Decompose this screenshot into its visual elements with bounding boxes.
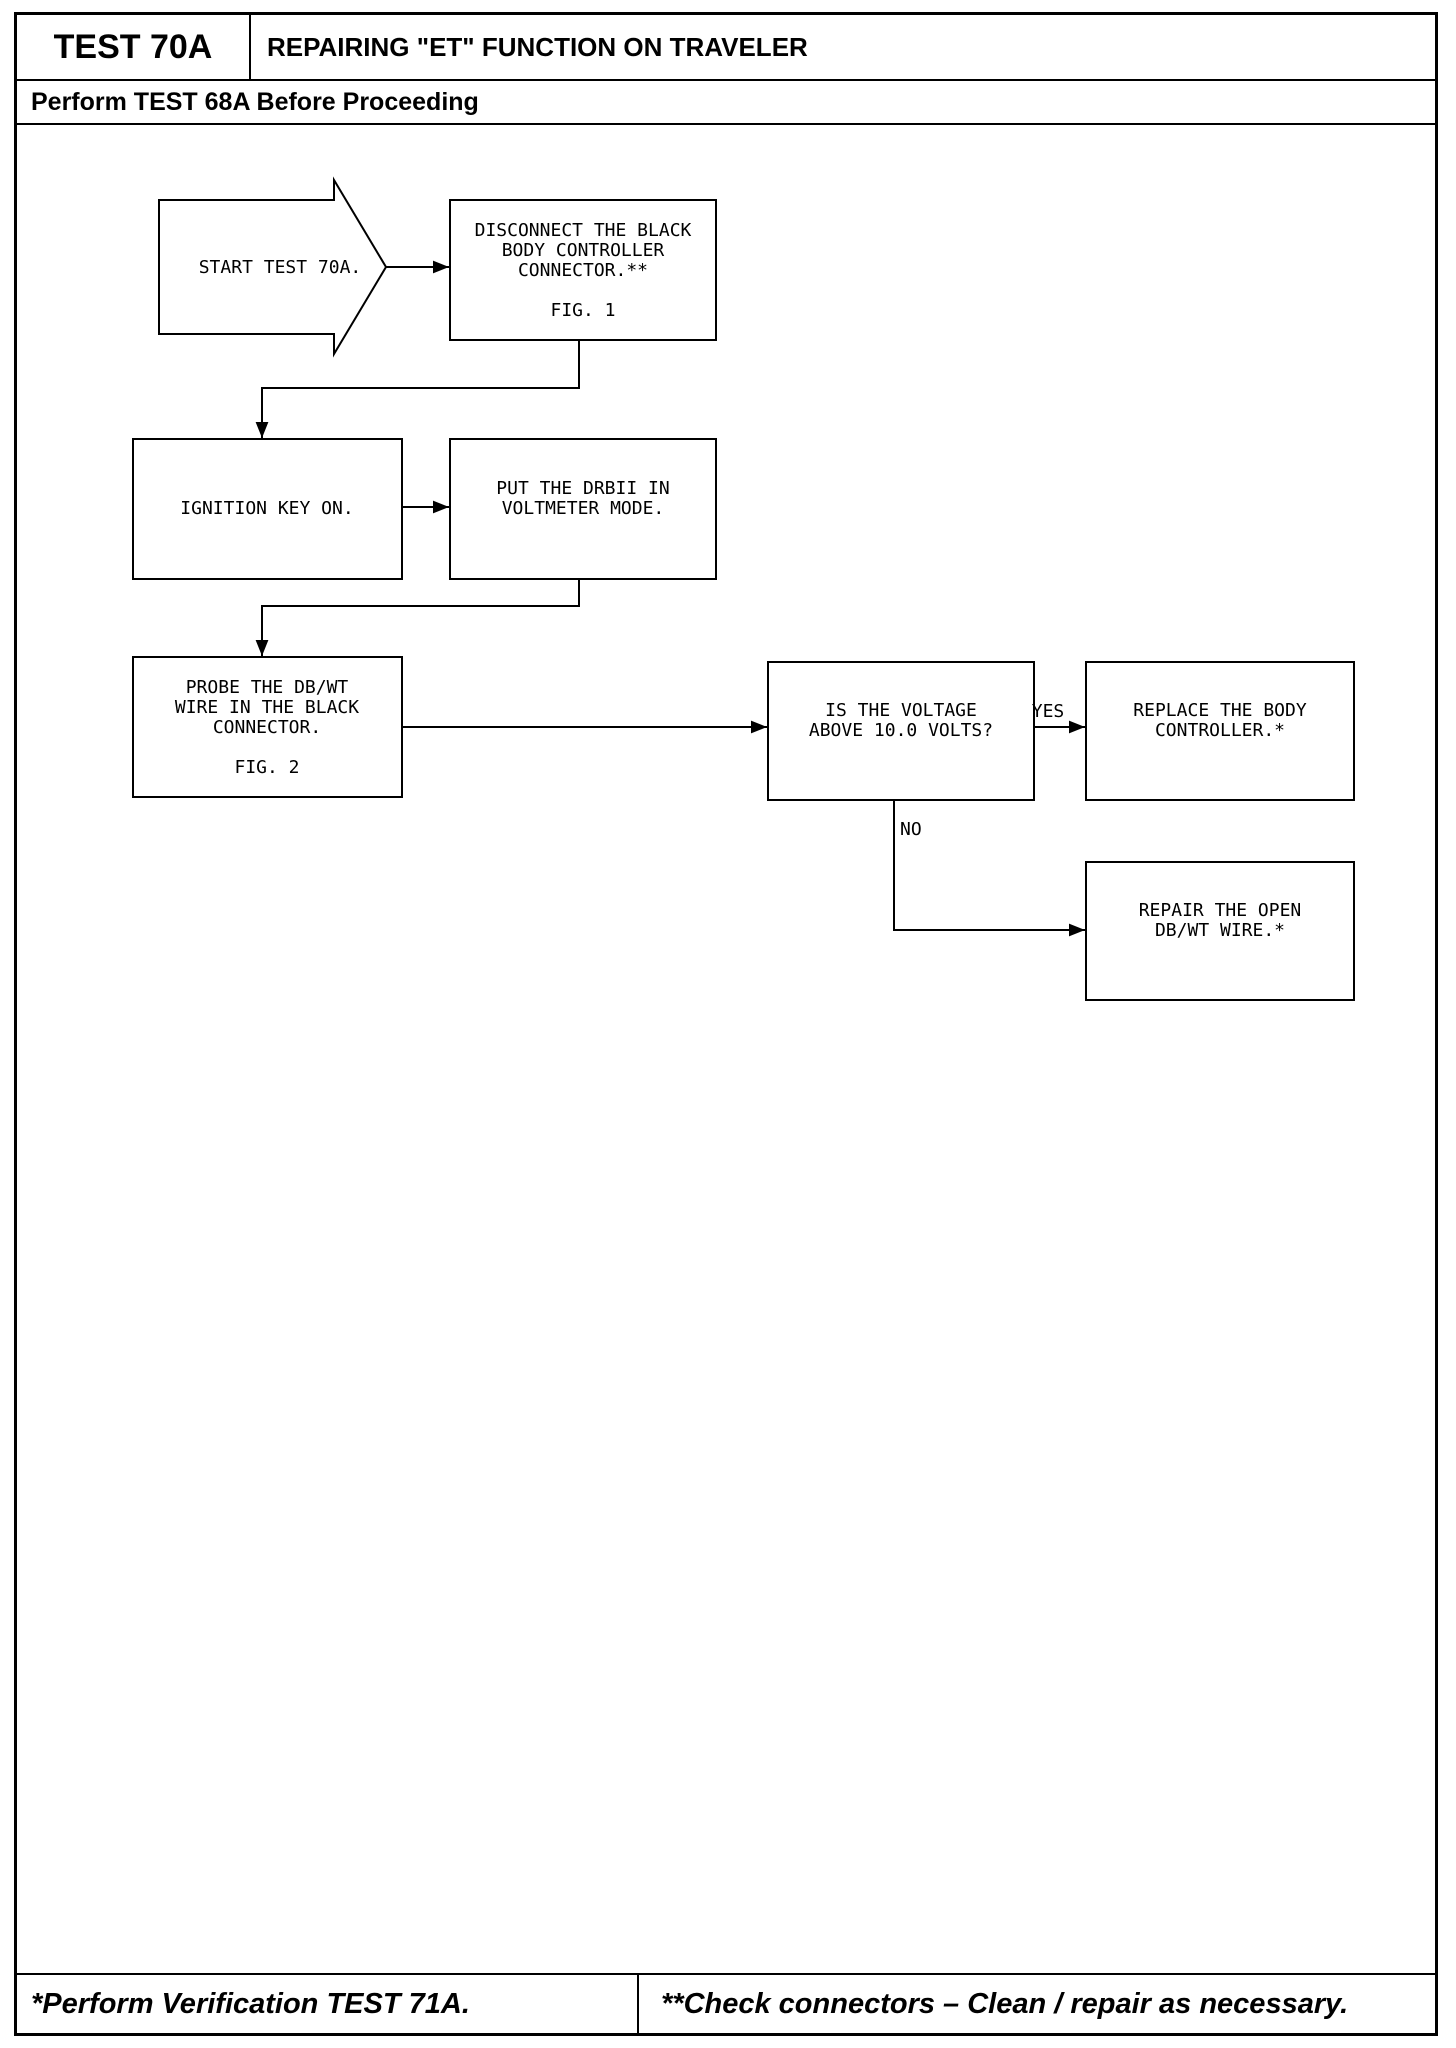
flow-text-line: FIG. 2 xyxy=(234,757,299,778)
arrow-disconnect-to-ignition xyxy=(255,340,580,438)
flow-text-line: IS THE VOLTAGE xyxy=(825,700,977,721)
flow-text-line: PROBE THE DB/WT xyxy=(186,677,349,698)
repair-wire-box xyxy=(1085,861,1355,1001)
flow-text-line: CONNECTOR. xyxy=(213,717,321,738)
flow-text-line: IGNITION KEY ON. xyxy=(180,498,353,519)
prerequisite-note: Perform TEST 68A Before Proceeding xyxy=(17,81,1435,125)
flow-text-line: START TEST 70A. xyxy=(199,257,362,278)
footer: *Perform Verification TEST 71A. **Check … xyxy=(17,1973,1435,2033)
footnote-connectors: **Check connectors – Clean / repair as n… xyxy=(661,1987,1349,2020)
flow-text-line: VOLTMETER MODE. xyxy=(502,498,665,519)
flow-text-line: DB/WT WIRE.* xyxy=(1155,920,1285,941)
diagnostic-sheet: TEST 70A REPAIRING "ET" FUNCTION ON TRAV… xyxy=(14,12,1438,2036)
no-label: NO xyxy=(900,819,922,840)
header-row: TEST 70A REPAIRING "ET" FUNCTION ON TRAV… xyxy=(17,15,1435,81)
flow-text-line: BODY CONTROLLER xyxy=(502,240,665,261)
test-title: REPAIRING "ET" FUNCTION ON TRAVELER xyxy=(267,31,808,62)
flow-text-line: ABOVE 10.0 VOLTS? xyxy=(809,720,993,741)
start-text: START TEST 70A. xyxy=(199,257,362,278)
flow-text-line: DISCONNECT THE BLACK xyxy=(475,220,692,241)
voltmeter-mode-box xyxy=(449,438,717,580)
replace-controller-box xyxy=(1085,661,1355,801)
footnote-verification: *Perform Verification TEST 71A. xyxy=(17,1975,639,2033)
flow-text-line: REPLACE THE BODY xyxy=(1133,700,1307,721)
flow-text-line: FIG. 1 xyxy=(550,300,615,321)
ignition-key-box xyxy=(132,438,403,580)
yes-label: YES xyxy=(1032,701,1065,722)
voltage-decision-box xyxy=(767,661,1035,801)
test-id: TEST 70A xyxy=(17,15,251,79)
flow-text-line: CONTROLLER.* xyxy=(1155,720,1285,741)
flow-text-line: CONNECTOR.** xyxy=(518,260,648,281)
disconnect-connector-box xyxy=(449,199,717,341)
start-arrow-shape xyxy=(158,176,388,358)
flow-text-line: REPAIR THE OPEN xyxy=(1139,900,1302,921)
arrow-voltmeter-to-probe xyxy=(255,579,580,656)
probe-wire-box xyxy=(132,656,403,798)
flow-text-line: PUT THE DRBII IN xyxy=(496,478,669,499)
arrow-no-to-repair xyxy=(893,800,1085,937)
ignition-text: IGNITION KEY ON. xyxy=(180,498,353,519)
flow-text-line: WIRE IN THE BLACK xyxy=(175,697,359,718)
